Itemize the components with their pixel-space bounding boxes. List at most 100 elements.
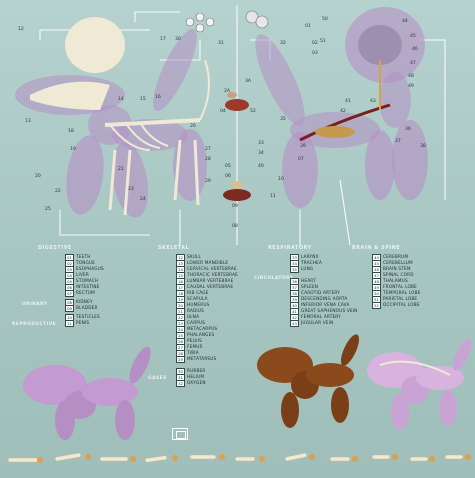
- callout-label: 04: [220, 109, 226, 114]
- callout-label: 51: [320, 39, 326, 44]
- legend-text: CEREBRUM: [383, 254, 409, 259]
- callout-label: 27: [205, 147, 211, 152]
- bone-fragment-strip: [7, 452, 471, 463]
- organ-dog-illustration: [255, 7, 428, 208]
- kidney-icon: [223, 181, 251, 201]
- legend-text: CERVICAL VERTEBRAE: [187, 266, 237, 271]
- section-title-brain-spine: BRAIN & SPINE: [352, 246, 401, 251]
- balloon-dog-purple: [23, 346, 151, 440]
- callout-label: 31: [218, 41, 224, 46]
- legend-text: RUBBER: [187, 368, 206, 373]
- legend-text: METACARPUS: [187, 326, 218, 331]
- legend-text: OCCIPITAL LOBE: [383, 302, 420, 307]
- legend-text: PHALANGES: [187, 332, 215, 337]
- legend-text: THORACIC VERTEBRAE: [187, 272, 238, 277]
- legend-text: SPLEEN: [301, 284, 319, 289]
- callout-label: 02: [312, 41, 318, 46]
- callout-label: 19: [70, 147, 76, 152]
- legend-text: TONGUE: [76, 260, 96, 265]
- legend-text: SKULL: [187, 254, 202, 259]
- callout-label: 30: [175, 37, 181, 42]
- callout-label: 10: [278, 177, 284, 182]
- callout-label: 32: [280, 41, 286, 46]
- callout-label: 29: [205, 179, 211, 184]
- callout-label: 3A: [245, 79, 252, 84]
- legend-text: TESTICLES: [76, 314, 101, 319]
- legend-text: ESOPHAGUS: [76, 266, 104, 271]
- skeleton-dog-illustration: [15, 17, 210, 218]
- callout-label: 47: [410, 61, 416, 66]
- callout-label: 48: [408, 74, 414, 79]
- callout-label: 42: [340, 109, 346, 114]
- balloon-dog-skeleton-overlay: [367, 339, 472, 430]
- callout-label: 09: [232, 204, 238, 209]
- callout-label: 35: [280, 117, 286, 122]
- callout-label: 07: [298, 157, 304, 162]
- callout-label: 08: [232, 224, 238, 229]
- callout-label: 01: [305, 24, 311, 29]
- callout-label: 39: [300, 144, 306, 149]
- callout-label: 33: [258, 141, 264, 146]
- legend-text: LUMBAR VERTEBRAE: [187, 278, 234, 283]
- legend-text: TEMPORAL LOBE: [383, 290, 421, 295]
- legend-text: KIDNEY: [76, 299, 93, 304]
- callout-label: 26: [190, 124, 196, 129]
- callout-label: 46: [412, 47, 418, 52]
- callout-label: 43: [370, 99, 376, 104]
- callout-label: 37: [395, 139, 401, 144]
- legend-text: LOWER MANDIBLE: [187, 260, 229, 265]
- legend-text: TIBIA: [187, 350, 199, 355]
- section-title-respiratory: RESPIRATORY: [268, 246, 312, 251]
- legend-text: TRACHEA: [301, 260, 323, 265]
- callout-label: 17: [160, 37, 166, 42]
- section-title-skeletal: SKELETAL: [158, 246, 190, 251]
- callout-label: 38: [420, 144, 426, 149]
- molecule-icon: [185, 12, 215, 33]
- legend-text: SCAPULA: [187, 296, 208, 301]
- section-title-gases: GASES: [148, 376, 167, 381]
- legend-text: BLADDER: [76, 305, 98, 310]
- callout-label: 16: [155, 95, 161, 100]
- legend-text: SPINAL CORD: [383, 272, 414, 277]
- legend-number: 32: [176, 379, 185, 387]
- legend-text: CAUDAL VERTEBRAE: [187, 284, 234, 289]
- callout-label: 24: [140, 197, 146, 202]
- legend-text: THALAMUS: [383, 278, 408, 283]
- legend-text: FRONTAL LOBE: [383, 284, 417, 289]
- section-title-digestive: DIGESTIVE: [38, 246, 72, 251]
- legend-text: STOMACH: [76, 278, 99, 283]
- legend-text: TEETH: [76, 254, 91, 259]
- callout-label: 03: [312, 51, 318, 56]
- legend-text: HEART: [301, 278, 316, 283]
- legend-number: 29: [176, 355, 185, 363]
- callout-label: 15: [140, 97, 146, 102]
- section-title-urinary: URINARY: [22, 302, 48, 307]
- callout-label: 44: [402, 19, 408, 24]
- balloon-dog-brown: [257, 334, 360, 428]
- legend-text: RIB CAGE: [187, 290, 209, 295]
- callout-label: 41: [345, 99, 351, 104]
- legend-number: 11: [65, 319, 74, 327]
- callout-label: 05: [225, 164, 231, 169]
- section-title-reproductive: REPRODUCTIVE: [12, 322, 57, 327]
- helium-sphere-icon: [245, 10, 269, 29]
- legend-text: PENIS: [76, 320, 90, 325]
- callout-label: 50: [322, 17, 328, 22]
- callout-label: 20: [35, 174, 41, 179]
- legend-text: CAROTID ARTERY: [301, 290, 341, 295]
- legend-text: CARPUS: [187, 320, 206, 325]
- callout-label: 13: [25, 119, 31, 124]
- callout-label: 25: [45, 207, 51, 212]
- legend-text: FEMORAL ARTERY: [301, 314, 341, 319]
- legend-text: INFERIOR VENA CAVA: [301, 302, 350, 307]
- logo-mark: [172, 428, 188, 440]
